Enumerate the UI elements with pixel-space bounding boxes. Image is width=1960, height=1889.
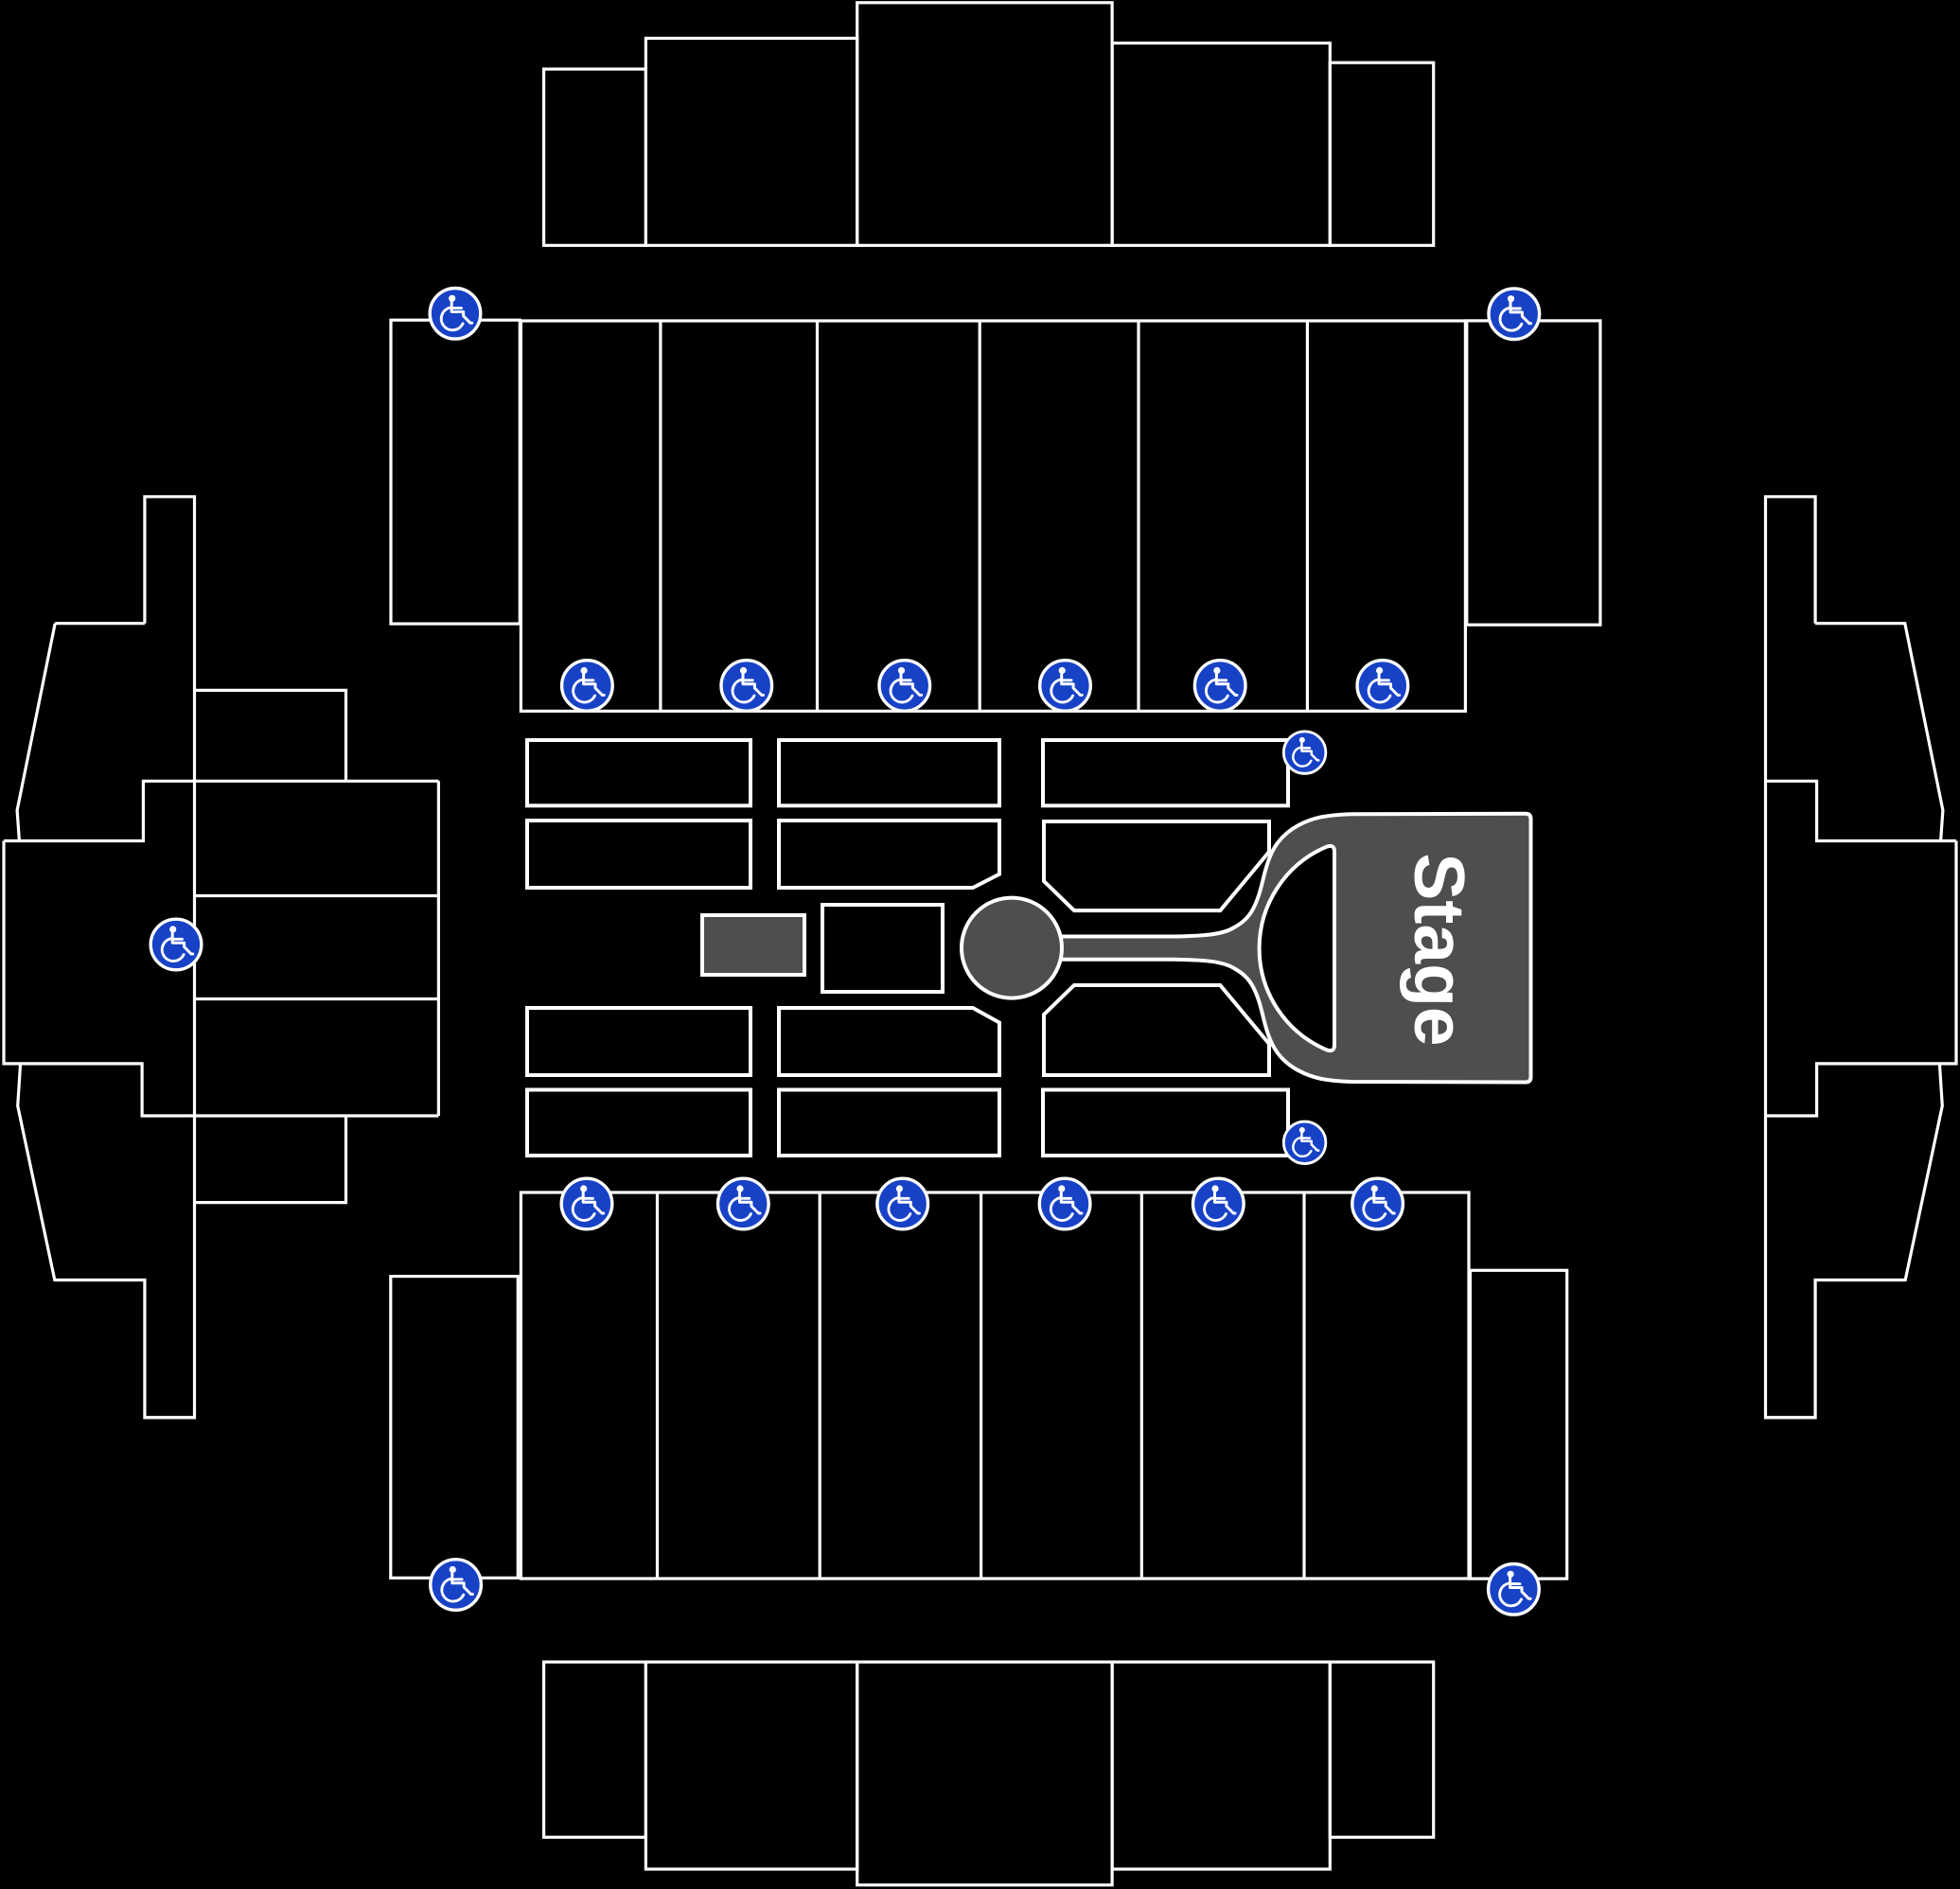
svg-text:Stage: Stage (1400, 853, 1479, 1046)
